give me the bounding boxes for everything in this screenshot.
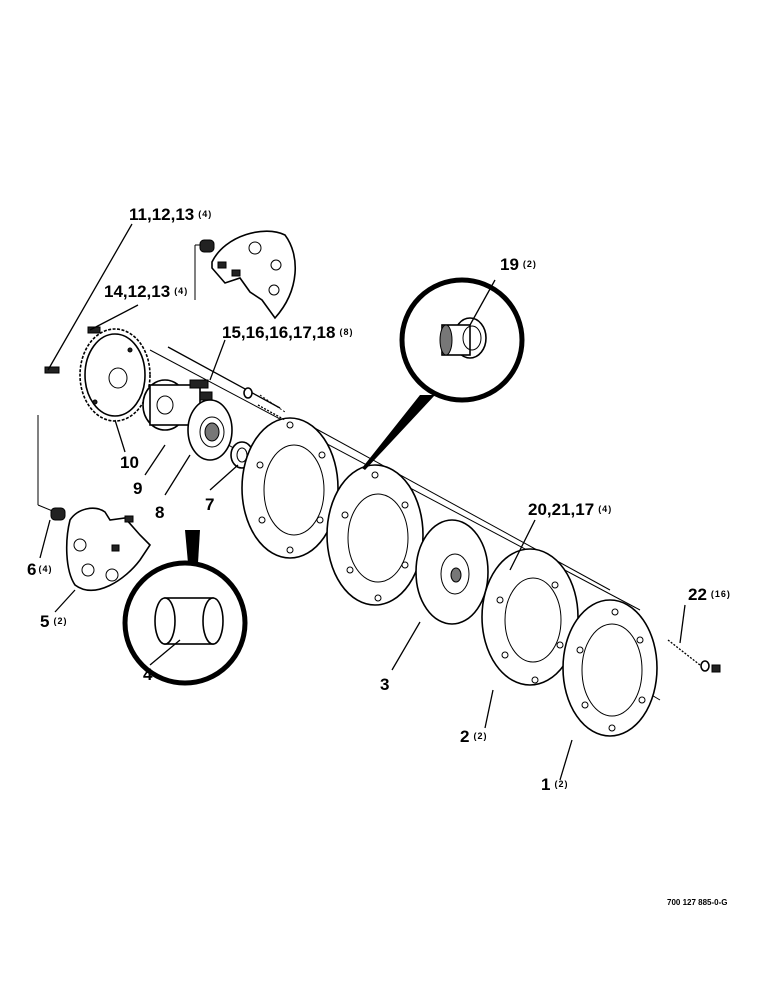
- ring-1: [562, 599, 658, 737]
- bolts-11: [44, 326, 101, 374]
- detail-circle-19: [362, 277, 525, 470]
- callout-3: 3: [380, 675, 389, 694]
- hub-9: [142, 379, 213, 431]
- callout-10: 10: [120, 453, 139, 472]
- callout-22: 22(16): [688, 585, 731, 604]
- disc-3: [415, 519, 489, 625]
- spacer-6-upper: [199, 239, 215, 253]
- callout-15-16-17-18: 15,16,16,17,18(8): [222, 323, 353, 342]
- flange-8: [187, 399, 233, 461]
- callout-9: 9: [133, 479, 142, 498]
- shield-lower: [65, 507, 152, 591]
- spacer-6-lower: [50, 507, 66, 521]
- callout-20-21-17: 20,21,17(4): [528, 500, 612, 519]
- callout-6: 6(4): [27, 560, 52, 579]
- detail-circle-4: [122, 530, 248, 686]
- callout-labels: 11,12,13(4) 14,12,13(4) 15,16,16,17,18(8…: [27, 205, 731, 794]
- callout-8: 8: [155, 503, 164, 522]
- ring-plate-middle: [326, 464, 424, 606]
- callout-4: 4: [143, 665, 153, 684]
- callout-5: 5(2): [40, 612, 67, 631]
- callout-19: 19(2): [500, 255, 537, 274]
- callout-1: 1(2): [541, 775, 568, 794]
- spring-16: [257, 404, 286, 421]
- callout-7: 7: [205, 495, 214, 514]
- sprocket-10: [79, 328, 151, 422]
- shield-upper: [211, 230, 296, 320]
- bolt-15: [167, 346, 286, 413]
- callout-2: 2(2): [460, 727, 487, 746]
- callout-11-12-13: 11,12,13(4): [129, 205, 212, 224]
- spring-bolt-22: [667, 639, 721, 673]
- leader-lines: [39, 223, 686, 781]
- ring-plate-large: [241, 417, 339, 559]
- callout-14-12-13: 14,12,13(4): [104, 282, 188, 301]
- drawing-code: 700 127 885-0-G: [667, 898, 728, 907]
